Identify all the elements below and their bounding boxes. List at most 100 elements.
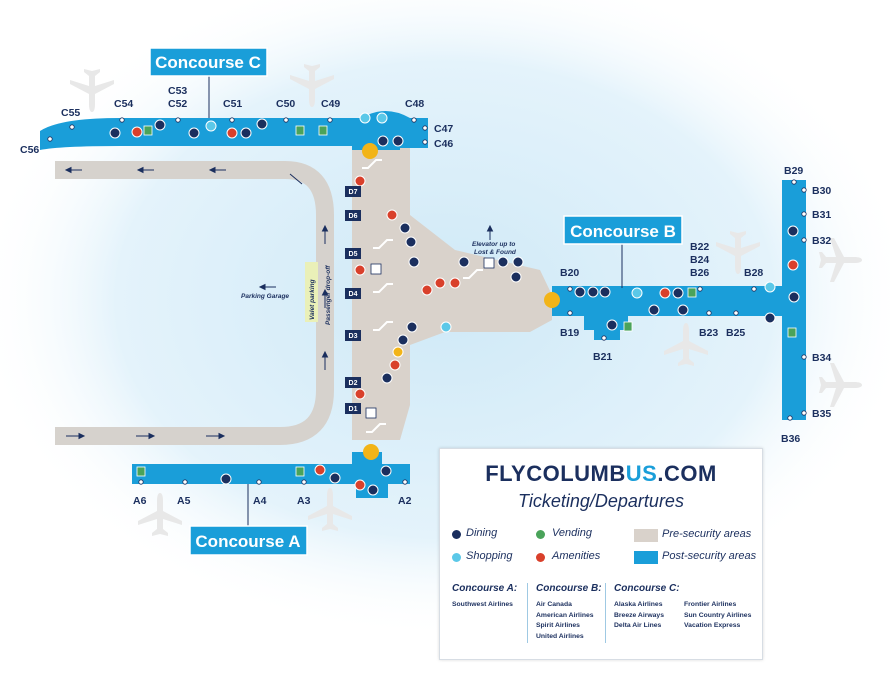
legend-shopping: Shopping (466, 550, 513, 562)
gate-label: C54 (114, 98, 133, 110)
door-d4: D4 (349, 291, 358, 298)
door-d7: D7 (349, 189, 358, 196)
gate-label: B24 (690, 254, 709, 266)
gate-label: B21 (593, 351, 612, 363)
pre-security-area (352, 140, 552, 440)
concourse-a-tag: Concourse A (189, 484, 308, 556)
gate-label: B20 (560, 267, 579, 279)
concourse-a-label: Concourse A (195, 532, 300, 551)
gate-label: C47 (434, 123, 453, 135)
amenity-icons (109, 112, 800, 496)
door-d3: D3 (349, 333, 358, 340)
gate-label: B25 (726, 327, 745, 339)
airlines-c-list-right: Frontier Airlines Sun Country Airlines V… (684, 600, 751, 632)
door-d5: D5 (349, 251, 358, 258)
post-security-swatch (634, 551, 658, 564)
gate-label: C51 (223, 98, 242, 110)
airline: Frontier Airlines (684, 601, 737, 608)
airline: United Airlines (536, 632, 584, 640)
gate-label: B35 (812, 408, 831, 420)
vending-icons (136, 125, 797, 477)
legend-subtitle: Ticketing/Departures (518, 491, 684, 511)
divider (605, 583, 606, 643)
gate-label: B34 (812, 352, 831, 364)
valet-sign: Valet parking (305, 262, 318, 322)
legend-panel: FLYCOLUMBUS.COM Ticketing/Departures Din… (439, 448, 763, 660)
gate-label: B32 (812, 235, 831, 247)
concourse-b-tag: Concourse B (563, 215, 683, 288)
gate-labels-b: B20 B19 B21 B22 B24 B26 B23 B25 B28 B29 … (560, 165, 831, 445)
concourse-c-tag: Concourse C (149, 47, 268, 118)
legend-pre-security: Pre-security areas (662, 528, 752, 540)
airline: Southwest Airlines (452, 601, 513, 608)
gate-label: A2 (398, 495, 412, 507)
elevator-icons (365, 257, 495, 419)
amenities-icon (536, 553, 545, 562)
gate-label: C52 (168, 98, 187, 110)
gate-label: C53 (168, 85, 187, 97)
airline: Delta Air Lines (614, 622, 662, 629)
legend-dining: Dining (466, 527, 498, 539)
gate-label: C48 (405, 98, 424, 110)
gate-dots (47, 117, 807, 485)
gate-label: B31 (812, 209, 831, 221)
concourse-c-stem (352, 140, 400, 150)
pre-security-swatch (634, 529, 658, 542)
door-labels: D7 D6 D5 D4 D3 D2 D1 (349, 189, 358, 413)
gate-label: A5 (177, 495, 191, 507)
divider (527, 583, 528, 643)
shopping-icon (452, 553, 461, 562)
airline: Breeze Airways (614, 611, 664, 619)
airline: Sun Country Airlines (684, 611, 752, 619)
door-d2: D2 (349, 380, 358, 387)
airlines-c-list-left: Alaska Airlines Breeze Airways Delta Air… (614, 600, 664, 632)
airline: Alaska Airlines (614, 601, 663, 608)
gate-label: B19 (560, 327, 579, 339)
airlines-b-heading: Concourse B: (536, 583, 602, 594)
dining-icon (452, 530, 461, 539)
airlines-c-heading: Concourse C: (614, 583, 680, 594)
gate-label: B22 (690, 241, 709, 253)
gate-label: B23 (699, 327, 718, 339)
gate-label: B29 (784, 165, 803, 177)
airline: Air Canada (536, 601, 572, 608)
gate-label: A6 (133, 495, 147, 507)
concourse-b (552, 180, 806, 420)
gate-label: B28 (744, 267, 763, 279)
escalator-icons (362, 159, 483, 433)
lost-found-label: Lost & Found (474, 249, 517, 256)
airlines-a-list: Southwest Airlines (452, 600, 513, 611)
airline: American Airlines (536, 611, 594, 619)
brand-logo: FLYCOLUMBUS.COM (485, 461, 717, 486)
gate-label: A4 (253, 495, 267, 507)
legend-vending: Vending (552, 527, 592, 539)
gate-label: B36 (781, 433, 800, 445)
door-d1: D1 (349, 406, 358, 413)
gate-label: C49 (321, 98, 340, 110)
airline: Vacation Express (684, 622, 741, 629)
roadway (55, 161, 334, 445)
elevator-label: Elevator up to (472, 241, 515, 248)
gate-label: B30 (812, 185, 831, 197)
gate-labels-a: A6 A5 A4 A3 A2 (133, 495, 412, 507)
airlines-b-list: Air Canada American Airlines Spirit Airl… (536, 600, 594, 642)
gate-label: B26 (690, 267, 709, 279)
airline: Spirit Airlines (536, 622, 580, 629)
airlines-a-heading: Concourse A: (452, 583, 518, 594)
valet-parking-label: Valet parking (309, 279, 316, 320)
gate-label: C56 (20, 144, 39, 156)
legend-post-security: Post-security areas (662, 550, 757, 562)
concourse-c-label: Concourse C (155, 53, 261, 72)
door-markers (345, 186, 361, 414)
concourse-b-label: Concourse B (570, 222, 676, 241)
door-d6: D6 (349, 213, 358, 220)
gate-labels-c: C56 C55 C54 C53 C52 C51 C50 C49 C48 C47 … (20, 85, 453, 156)
vending-icon (536, 530, 545, 539)
gate-label: C55 (61, 107, 80, 119)
passenger-dropoff-label: Passenger drop-off (325, 265, 332, 325)
gate-label: A3 (297, 495, 311, 507)
legend-amenities: Amenities (552, 550, 601, 562)
security-checkpoint-icon (362, 143, 560, 460)
gate-label: C46 (434, 138, 453, 150)
